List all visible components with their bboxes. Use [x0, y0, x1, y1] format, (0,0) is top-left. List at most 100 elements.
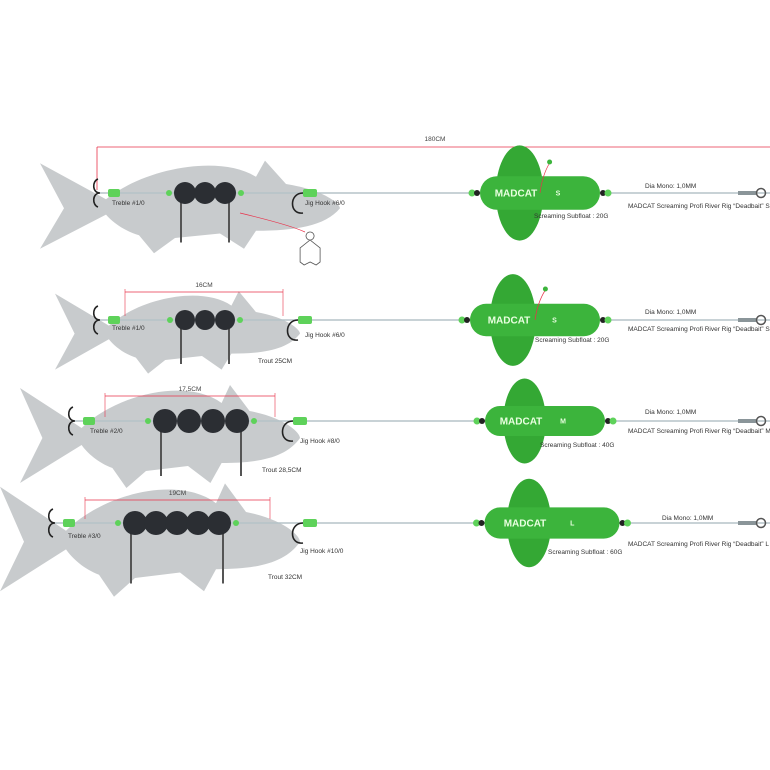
lead-weight [225, 409, 249, 433]
swivel [479, 418, 485, 424]
bead [473, 519, 480, 527]
bait-length-label: 17,5CM [179, 386, 202, 393]
sleeve [303, 519, 317, 527]
screaming-subfloat: MADCAT M [473, 378, 617, 464]
mono-diameter-label: Dia Mono: 1,0MM [645, 183, 696, 190]
bead [166, 190, 172, 196]
rattle-line [539, 162, 550, 194]
float-body [485, 406, 605, 436]
swivel [478, 520, 485, 526]
treble-hook [67, 406, 95, 436]
crimp-sleeve [738, 521, 756, 525]
bead [624, 519, 631, 527]
lead-weight [194, 182, 216, 204]
fish-silhouette [55, 291, 300, 374]
sleeve [108, 189, 120, 197]
float-body [484, 507, 620, 539]
weight-clip-icon [299, 231, 321, 266]
subfloat-label: Screaming Subfloat : 60G [548, 549, 622, 556]
subfloat-label: Screaming Subfloat : 20G [535, 337, 609, 344]
sleeve [83, 417, 95, 425]
jig-hook [286, 316, 312, 341]
lead-weight [123, 511, 147, 535]
product-name-label: MADCAT Screaming Profi River Rig “Deadba… [628, 203, 770, 210]
swivel [600, 190, 606, 196]
fish-silhouette [0, 483, 300, 597]
subfloat-label: Screaming Subfloat : 40G [540, 442, 614, 449]
lead-weight [195, 310, 215, 330]
swivel-ring-icon [755, 415, 767, 427]
jig-hook-label: Jig Hook #10/0 [300, 548, 344, 555]
float-size-label: M [560, 419, 566, 426]
sleeve [63, 519, 75, 527]
jig-hook-label: Jig Hook #8/0 [300, 438, 340, 445]
product-name-label: MADCAT Screaming Profi River Rig “Deadba… [628, 428, 770, 435]
sleeve [293, 417, 307, 425]
swivel [474, 190, 480, 196]
total-length-label: 180CM [425, 136, 446, 143]
treble-hook [92, 178, 120, 208]
subfloat-label: Screaming Subfloat : 20G [534, 213, 608, 220]
swivel [600, 317, 606, 323]
jig-hook-icon [281, 420, 294, 442]
bead [604, 189, 612, 197]
treble-hook-icon [92, 305, 101, 335]
bead [115, 520, 121, 526]
jig-hook-icon [286, 319, 299, 341]
swivel-ring-icon [755, 314, 767, 326]
float-size-label: L [570, 521, 575, 528]
madcat-logo: MADCAT [500, 417, 543, 428]
lead-weight [186, 511, 210, 535]
bead [468, 189, 476, 197]
lead-weight [215, 310, 235, 330]
jig-hook [291, 519, 317, 544]
crimp-sleeve [738, 191, 756, 195]
float-size-label: S [552, 318, 557, 325]
treble-label: Treble #2/0 [90, 428, 123, 435]
jig-hook [281, 417, 307, 442]
mono-diameter-label: Dia Mono: 1,0MM [662, 515, 713, 522]
rattle-line [534, 289, 546, 321]
bait-length-measure: 17,5CM [104, 386, 276, 417]
treble-label: Treble #1/0 [112, 200, 145, 207]
treble-hook-icon [67, 406, 76, 436]
bead [233, 520, 239, 526]
bead [145, 418, 151, 424]
madcat-logo: MADCAT [504, 519, 547, 530]
callout-line [239, 212, 306, 233]
bead [458, 316, 466, 324]
mono-diameter-label: Dia Mono: 1,0MM [645, 409, 696, 416]
lead-weight [175, 310, 195, 330]
sleeve [303, 189, 317, 197]
bead [251, 418, 257, 424]
bait-length-label: 16CM [195, 282, 212, 289]
treble-hook-icon [47, 508, 56, 538]
crimp-sleeve [738, 318, 756, 322]
treble-label: Treble #1/0 [112, 325, 145, 332]
lead-weight [201, 409, 225, 433]
lead-weight [207, 511, 231, 535]
bead [167, 317, 173, 323]
treble-label: Treble #3/0 [68, 533, 101, 540]
total-length-measure: 180CM [96, 136, 770, 190]
fish-silhouette [40, 160, 340, 254]
jig-hook-icon [291, 192, 304, 214]
crimp-sleeve [738, 419, 756, 423]
swivel-ring-icon [755, 517, 767, 529]
jig-hook-icon [291, 522, 304, 544]
swivel [464, 317, 470, 323]
lead-weight [174, 182, 196, 204]
trout-size-label: Trout 32CM [268, 574, 302, 581]
screaming-subfloat: MADCAT L [473, 478, 631, 568]
bead [237, 317, 243, 323]
madcat-logo: MADCAT [495, 189, 538, 200]
lead-weight [165, 511, 189, 535]
treble-hook-icon [92, 178, 101, 208]
treble-hook [92, 305, 120, 335]
